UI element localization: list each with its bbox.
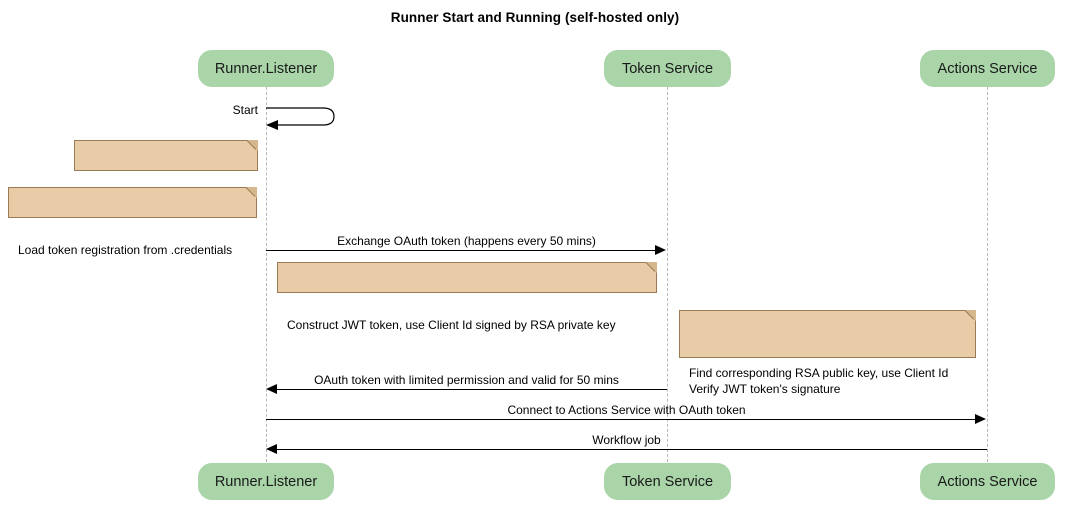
message-label-connect-actions: Connect to Actions Service with OAuth to… [507, 403, 746, 417]
participant-footer-token[interactable]: Token Service [604, 463, 731, 500]
note-fold-edge [961, 310, 976, 325]
message-arrowhead-oauth-return [266, 384, 277, 394]
message-line-workflow-job [277, 449, 987, 450]
participant-label-token: Token Service [621, 60, 714, 77]
lifeline-token [667, 87, 668, 462]
message-start-self-loop [265, 103, 343, 135]
note-text-load-token-registration: Load token registration from .credential… [18, 243, 233, 257]
diagram-title: Runner Start and Running (self-hosted on… [390, 10, 680, 25]
note-load-config: Load config info from .runner [74, 140, 258, 210]
participant-footer-runner[interactable]: Runner.Listener [198, 463, 334, 500]
message-arrowhead-workflow-job [266, 444, 277, 454]
participant-label-actions-footer: Actions Service [937, 473, 1038, 490]
message-label-start: Start [232, 103, 258, 117]
participant-footer-actions[interactable]: Actions Service [920, 463, 1055, 500]
message-label-exchange-oauth: Exchange OAuth token (happens every 50 m… [337, 234, 596, 248]
note-fold-edge [243, 140, 258, 155]
note-fold-edge [642, 262, 657, 277]
lifeline-runner [266, 87, 267, 462]
participant-label-token-footer: Token Service [621, 473, 714, 490]
message-line-exchange-oauth [266, 250, 656, 251]
participant-header-runner[interactable]: Runner.Listener [198, 50, 334, 87]
message-line-oauth-return [277, 389, 667, 390]
message-label-oauth-return: OAuth token with limited permission and … [314, 373, 619, 387]
message-arrowhead-connect-actions [975, 414, 986, 424]
participant-header-token[interactable]: Token Service [604, 50, 731, 87]
participant-label-actions: Actions Service [937, 60, 1038, 77]
participant-label-runner-footer: Runner.Listener [214, 473, 318, 490]
message-arrowhead-exchange-oauth [655, 245, 666, 255]
participant-header-actions[interactable]: Actions Service [920, 50, 1055, 87]
note-text-construct-jwt: Construct JWT token, use Client Id signe… [287, 318, 616, 332]
participant-label-runner: Runner.Listener [214, 60, 318, 77]
lifeline-actions [987, 87, 988, 462]
note-fold-edge [242, 187, 257, 202]
message-line-connect-actions [266, 419, 976, 420]
note-construct-jwt: Construct JWT token, use Client Id signe… [277, 262, 657, 332]
note-verify-jwt: Find corresponding RSA public key, use C… [679, 310, 976, 396]
message-label-workflow-job: Workflow job [592, 433, 661, 447]
note-load-token-registration: Load token registration from .credential… [8, 187, 257, 257]
note-text-verify-jwt: Find corresponding RSA public key, use C… [689, 366, 949, 396]
